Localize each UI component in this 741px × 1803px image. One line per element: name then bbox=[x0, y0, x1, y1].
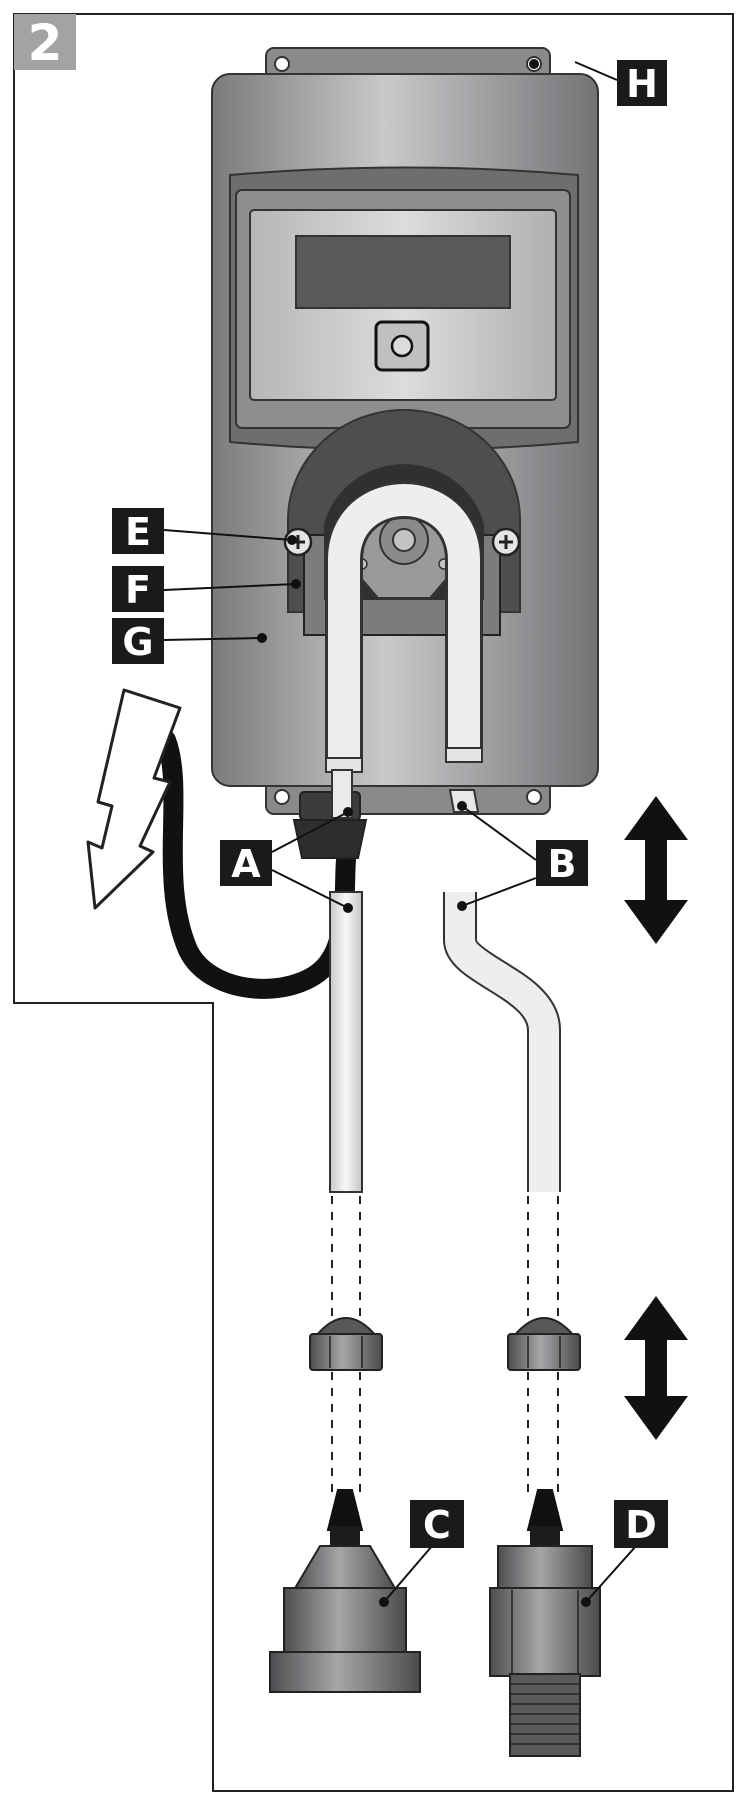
figure-number-badge: 2 bbox=[14, 14, 76, 72]
mounting-hole-bottom-right bbox=[526, 789, 542, 805]
pump-head bbox=[283, 409, 521, 773]
callout-leader-dots bbox=[257, 59, 591, 1607]
callout-b-text: B bbox=[548, 842, 577, 886]
callout-leader-lines bbox=[163, 61, 637, 1603]
callout-f: F bbox=[112, 566, 164, 612]
injection-valve bbox=[489, 1489, 601, 1757]
figure-frame bbox=[13, 13, 734, 1792]
display-screen bbox=[295, 235, 511, 309]
discharge-connector bbox=[448, 789, 480, 813]
suction-tube bbox=[329, 891, 363, 1193]
callout-c: C bbox=[410, 1500, 464, 1548]
callout-d: D bbox=[614, 1500, 668, 1548]
callout-a: A bbox=[220, 840, 272, 886]
mounting-hole-bottom-left bbox=[274, 789, 290, 805]
callout-e: E bbox=[112, 508, 164, 554]
callout-g: G bbox=[112, 618, 164, 664]
callout-a-text: A bbox=[231, 842, 261, 886]
suction-tube-nut bbox=[309, 1317, 383, 1371]
lightning-bolt-icon bbox=[86, 688, 182, 910]
screw-icon bbox=[491, 527, 521, 557]
callout-e-text: E bbox=[125, 510, 151, 554]
mounting-hole-top-left bbox=[274, 56, 290, 72]
injection-valve-thread bbox=[509, 1673, 581, 1757]
callout-c-text: C bbox=[423, 1503, 451, 1547]
callout-h: H bbox=[617, 60, 667, 106]
callout-b: B bbox=[536, 840, 588, 886]
callout-h-text: H bbox=[626, 62, 658, 106]
callout-d-text: D bbox=[625, 1503, 657, 1547]
figure-number: 2 bbox=[28, 14, 63, 72]
callout-f-text: F bbox=[125, 568, 151, 612]
button-icon bbox=[390, 334, 414, 358]
discharge-tube-nut bbox=[507, 1317, 581, 1371]
double-arrow-vertical-icon bbox=[624, 796, 688, 944]
control-panel bbox=[229, 166, 579, 451]
double-arrow-vertical-icon bbox=[624, 1296, 688, 1440]
foot-valve bbox=[269, 1489, 421, 1693]
callout-g-text: G bbox=[122, 620, 153, 664]
